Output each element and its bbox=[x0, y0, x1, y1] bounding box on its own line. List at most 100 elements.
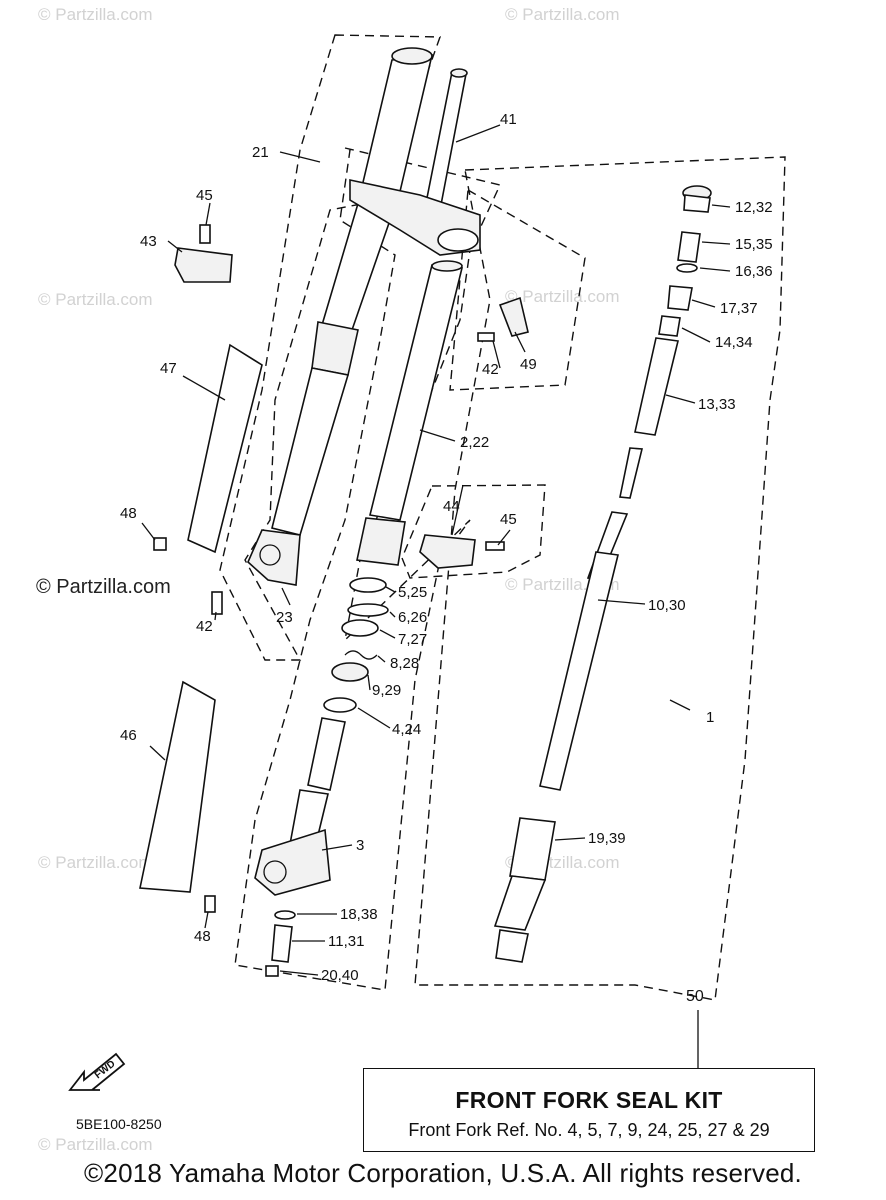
lower-bracket-bore bbox=[437, 228, 479, 252]
inner-tube-bushing bbox=[356, 517, 406, 566]
watermark: © Partzilla.com bbox=[505, 5, 620, 24]
callout-49: 49 bbox=[520, 356, 537, 373]
fork-spring-mid bbox=[493, 875, 547, 931]
guide-bolt bbox=[477, 332, 495, 342]
seal-kit-ref-number: 50 bbox=[686, 988, 704, 1005]
seal-stack bbox=[323, 577, 389, 713]
callout-8-28: 8,28 bbox=[390, 655, 419, 672]
axle-bracket bbox=[254, 828, 331, 896]
callout-41: 41 bbox=[500, 111, 517, 128]
hose-clamp-lower bbox=[419, 534, 476, 569]
cap-bolt-body bbox=[683, 194, 711, 213]
callout-4-24: 4,24 bbox=[392, 721, 421, 738]
bolt-lower-left bbox=[211, 591, 223, 615]
bracket-group-outline bbox=[449, 188, 586, 391]
lower-tube bbox=[254, 717, 346, 896]
inner-tube bbox=[356, 260, 463, 566]
lock-nut bbox=[658, 315, 681, 337]
callout-44: 44 bbox=[443, 498, 460, 515]
oil-seal bbox=[341, 619, 379, 637]
callout-13-33: 13,33 bbox=[698, 396, 736, 413]
dust-seal bbox=[331, 662, 369, 682]
callout-11-31: 11,31 bbox=[328, 933, 364, 950]
watermark: © Partzilla.com bbox=[38, 5, 153, 24]
fork-guard-upper bbox=[187, 343, 263, 554]
damper-stack bbox=[493, 185, 712, 963]
callout-3: 3 bbox=[356, 837, 364, 854]
callout-23: 23 bbox=[276, 609, 293, 626]
outer-tube-cap bbox=[391, 47, 433, 65]
callouts: 21 41 45 43 47 12,32 15,35 16,36 17,37 1… bbox=[120, 111, 773, 984]
callout-1: 1 bbox=[706, 709, 714, 726]
callout-45-upper: 45 bbox=[196, 187, 213, 204]
bolt-upper bbox=[199, 224, 211, 244]
outer-tube-axle-lug bbox=[247, 529, 301, 586]
damper-tube bbox=[539, 551, 619, 791]
callout-45-lower: 45 bbox=[500, 511, 517, 528]
collar bbox=[676, 263, 698, 273]
callout-46: 46 bbox=[120, 727, 137, 744]
callout-6-26: 6,26 bbox=[398, 609, 427, 626]
hose-guide bbox=[498, 296, 529, 337]
guard-bolt-lower bbox=[204, 895, 216, 913]
callout-7-27: 7,27 bbox=[398, 631, 427, 648]
fork-guard-lower bbox=[139, 680, 216, 893]
watermark: © Partzilla.com bbox=[38, 853, 153, 872]
seal-kit-box: FRONT FORK SEAL KIT Front Fork Ref. No. … bbox=[363, 1068, 815, 1152]
inner-tube-top bbox=[431, 260, 463, 272]
callout-15-35: 15,35 bbox=[735, 236, 773, 253]
washer bbox=[347, 603, 389, 617]
callout-47: 47 bbox=[160, 360, 177, 377]
forward-arrow-icon: FWD bbox=[66, 1040, 136, 1100]
callout-42-lower: 42 bbox=[196, 618, 213, 635]
o-ring bbox=[274, 910, 296, 920]
spacer bbox=[634, 337, 679, 436]
steering-assembly bbox=[349, 68, 481, 256]
clamp-group-outline bbox=[401, 484, 546, 579]
watermark: © Partzilla.com bbox=[38, 290, 153, 309]
callout-14-34: 14,34 bbox=[715, 334, 753, 351]
callout-19-39: 19,39 bbox=[588, 830, 626, 847]
base-valve bbox=[271, 924, 293, 963]
seal-kit-title: FRONT FORK SEAL KIT bbox=[455, 1087, 723, 1113]
watermark: © Partzilla.com bbox=[38, 1135, 153, 1154]
bolt bbox=[265, 965, 279, 977]
diagram-code: 5BE100-8250 bbox=[76, 1116, 162, 1132]
guards-and-clamps bbox=[139, 224, 529, 913]
spring-rebound bbox=[677, 231, 701, 263]
outer-tube bbox=[247, 47, 434, 586]
fork-spring-bottom bbox=[495, 929, 529, 963]
callout-16-36: 16,36 bbox=[735, 263, 773, 280]
bottom-hardware bbox=[265, 910, 296, 977]
axle-bracket-hole bbox=[263, 860, 287, 884]
callout-48-lower: 48 bbox=[194, 928, 211, 945]
inner-tube-body bbox=[369, 264, 463, 521]
watermark: © Partzilla.com bbox=[505, 287, 620, 306]
callout-17-37: 17,37 bbox=[720, 300, 758, 317]
outer-tube-lower bbox=[271, 367, 350, 536]
bolt-clamp bbox=[485, 541, 505, 551]
callout-43: 43 bbox=[140, 233, 157, 250]
watermark-dark: © Partzilla.com bbox=[36, 576, 171, 598]
damper-rod-top bbox=[619, 447, 643, 499]
seal-kit-subtitle: Front Fork Ref. No. 4, 5, 7, 9, 24, 25, … bbox=[408, 1120, 770, 1140]
callout-42-upper: 42 bbox=[482, 361, 499, 378]
callout-21: 21 bbox=[252, 144, 269, 161]
callout-2-22: 2,22 bbox=[460, 434, 489, 451]
steering-shaft-top bbox=[450, 68, 468, 78]
callout-18-38: 18,38 bbox=[340, 906, 378, 923]
leader-lines bbox=[141, 124, 731, 1068]
copyright-notice: ©2018 Yamaha Motor Corporation, U.S.A. A… bbox=[84, 1158, 802, 1188]
outer-tube-upper bbox=[359, 54, 434, 201]
spring-seat bbox=[667, 285, 693, 311]
outer-tube-collar bbox=[311, 321, 359, 376]
outer-tube-axle-hole bbox=[259, 544, 281, 566]
lower-tube-upper bbox=[307, 717, 346, 791]
callout-9-29: 9,29 bbox=[372, 682, 401, 699]
callout-5-25: 5,25 bbox=[398, 584, 427, 601]
guard-bolt-upper bbox=[153, 537, 167, 551]
hose-clamp-upper bbox=[174, 247, 233, 283]
bushing bbox=[323, 697, 357, 713]
callout-12-32: 12,32 bbox=[735, 199, 773, 216]
